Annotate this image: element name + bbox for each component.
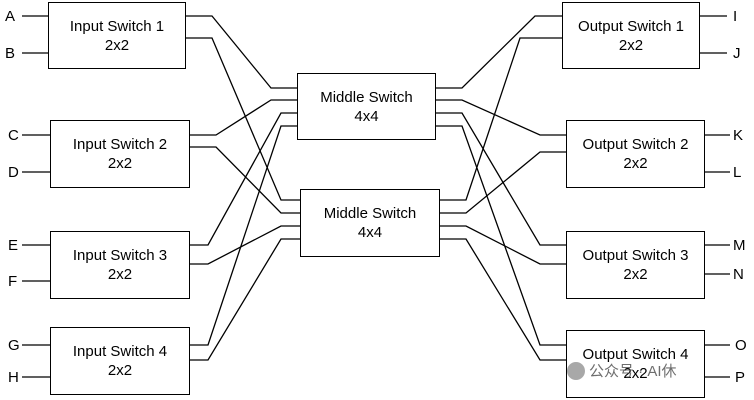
switch-label: Output Switch 4 xyxy=(582,346,689,363)
port-label-j: J xyxy=(733,45,741,62)
switch-label: Output Switch 2 xyxy=(582,136,689,153)
port-label-k: K xyxy=(733,127,744,144)
wire-in1-m2 xyxy=(186,37,300,201)
wire-m1-out2 xyxy=(436,99,566,136)
switch-size: 2x2 xyxy=(618,36,644,54)
middle-switch-1: Middle Switch 4x4 xyxy=(297,73,436,140)
wire-in2-m1 xyxy=(190,99,297,136)
wire-in4-m2 xyxy=(190,238,300,361)
output-switch-4: Output Switch 4 2x2 xyxy=(566,330,705,398)
switch-size: 2x2 xyxy=(107,266,133,283)
port-label-g: G xyxy=(8,337,20,354)
switch-label: Output Switch 3 xyxy=(582,247,689,264)
wire-m2-out4 xyxy=(440,238,566,361)
output-switch-1: Output Switch 1 2x2 xyxy=(562,2,700,69)
watermark-text: 公众号 · AI休 xyxy=(589,363,677,380)
switch-size: 2x2 xyxy=(104,36,130,54)
switch-size: 4x4 xyxy=(354,107,379,125)
port-label-f: F xyxy=(8,273,18,290)
output-switch-2: Output Switch 2 2x2 xyxy=(566,120,705,188)
port-label-i: I xyxy=(733,8,738,25)
input-switch-2: Input Switch 2 2x2 xyxy=(50,120,190,188)
port-label-n: N xyxy=(733,266,744,283)
wire-m2-out2 xyxy=(440,151,566,214)
output-switch-3: Output Switch 3 2x2 xyxy=(566,231,705,299)
port-label-o: O xyxy=(735,337,747,354)
port-label-p: P xyxy=(735,369,746,386)
switch-size: 2x2 xyxy=(623,266,648,283)
middle-switch-2: Middle Switch 4x4 xyxy=(300,189,440,257)
watermark: 公众号 · AI休 xyxy=(567,360,677,381)
port-label-e: E xyxy=(8,237,19,254)
switch-size: 2x2 xyxy=(107,362,133,379)
wire-in3-m1 xyxy=(190,112,297,246)
switch-label: Middle Switch xyxy=(320,88,413,106)
port-label-b: B xyxy=(5,45,16,62)
switch-label: Input Switch 1 xyxy=(69,17,165,35)
switch-label: Input Switch 4 xyxy=(72,343,168,360)
input-switch-1: Input Switch 1 2x2 xyxy=(48,2,186,69)
port-label-l: L xyxy=(733,164,742,181)
switch-label: Middle Switch xyxy=(323,205,417,222)
switch-label: Input Switch 2 xyxy=(72,136,168,153)
port-label-c: C xyxy=(8,127,19,144)
switch-label: Output Switch 1 xyxy=(578,17,684,35)
wire-m1-out3 xyxy=(436,112,566,246)
input-switch-4: Input Switch 4 2x2 xyxy=(50,327,190,395)
wire-m2-out3 xyxy=(440,225,566,265)
wire-in4-m1 xyxy=(190,125,297,346)
switch-size: 2x2 xyxy=(623,365,648,382)
input-switch-3: Input Switch 3 2x2 xyxy=(50,231,190,299)
wire-m2-out1 xyxy=(440,37,562,201)
switch-size: 2x2 xyxy=(623,155,648,172)
switch-label: Input Switch 3 xyxy=(72,247,168,264)
switch-size: 2x2 xyxy=(107,155,133,172)
port-label-d: D xyxy=(8,164,19,181)
wire-in3-m2 xyxy=(190,225,300,265)
switch-size: 4x4 xyxy=(357,224,383,241)
port-label-h: H xyxy=(8,369,19,386)
wire-in2-m2 xyxy=(190,146,300,214)
wire-m1-out4 xyxy=(436,125,566,346)
port-label-m: M xyxy=(733,237,746,254)
wire-in1-m1 xyxy=(186,15,297,89)
wire-m1-out1 xyxy=(436,15,562,89)
wechat-logo-icon xyxy=(567,361,585,380)
port-label-a: A xyxy=(5,8,16,25)
